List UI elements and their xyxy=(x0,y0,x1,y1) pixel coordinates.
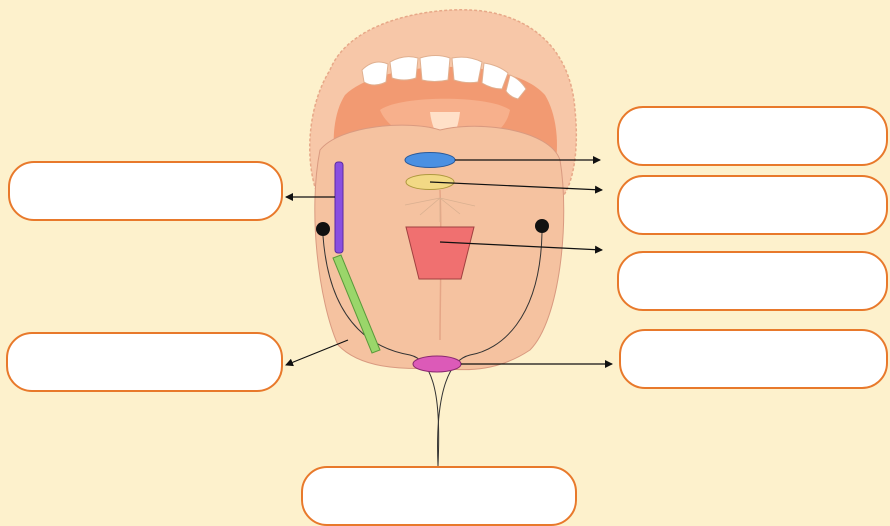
arrow-green xyxy=(286,340,348,365)
right-dot xyxy=(535,219,549,233)
blue-marker xyxy=(405,153,455,168)
label-box-right-1[interactable] xyxy=(617,106,888,166)
label-box-right-4[interactable] xyxy=(619,329,888,389)
mouth-illustration xyxy=(310,10,577,370)
purple-marker xyxy=(335,162,343,253)
label-box-left-2[interactable] xyxy=(6,332,283,392)
label-box-right-2[interactable] xyxy=(617,175,888,235)
label-box-left-1[interactable] xyxy=(8,161,283,221)
label-box-right-3[interactable] xyxy=(617,251,888,311)
left-dot xyxy=(316,222,330,236)
label-box-bottom[interactable] xyxy=(301,466,577,526)
pink-marker xyxy=(413,356,461,372)
